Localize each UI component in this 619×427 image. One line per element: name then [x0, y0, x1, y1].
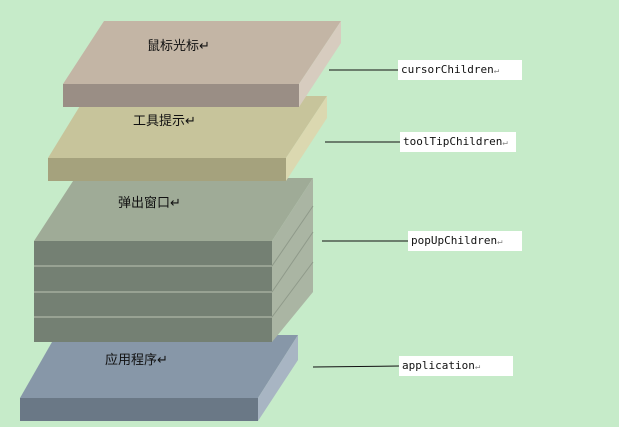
application-layer-title: 应用程序: [105, 352, 157, 368]
tooltip-children-label: toolTipChildren↵: [400, 132, 516, 152]
cursor-layer-mark: ↵: [199, 39, 210, 54]
popup-layer-title: 弹出窗口: [118, 195, 170, 211]
tooltip-layer-mark: ↵: [185, 114, 196, 129]
popup-children-label-text: popUpChildren: [411, 234, 498, 247]
application-label-mark: ↵: [474, 362, 481, 372]
tooltip-children-label-mark: ↵: [502, 138, 508, 148]
cursor-layer-front-face: [63, 84, 299, 107]
popup-side-divider: [271, 231, 314, 293]
application-label-text: application: [402, 359, 475, 372]
tooltip-children-label-text: toolTipChildren: [403, 135, 503, 148]
cursor-children-label: cursorChildren↵: [398, 60, 522, 80]
tooltip-layer-title: 工具提示: [133, 113, 185, 129]
popup-children-label-mark: ↵: [497, 237, 503, 247]
popup-layer-side-face: [272, 178, 313, 342]
cursor-layer: 鼠标光标 ↵: [63, 21, 341, 107]
popup-layer-top-face: [34, 178, 313, 241]
cursor-layer-side-face: [299, 21, 341, 107]
application-leader-line: [312, 365, 400, 368]
popup-children-label: popUpChildren↵: [408, 231, 522, 251]
popup-side-divider: [271, 205, 314, 267]
tooltip-layer: 工具提示 ↵: [48, 96, 327, 181]
cursor-children-label-text: cursorChildren: [401, 63, 494, 76]
popup-layer: 弹出窗口 ↵: [34, 178, 314, 342]
application-layer-top-face: [20, 335, 298, 398]
application-layer-mark: ↵: [157, 353, 168, 368]
popup-layer-mark: ↵: [170, 196, 181, 211]
popup-side-divider: [271, 261, 314, 318]
tooltip-layer-top-face: [48, 96, 327, 158]
cursor-layer-top-face: [63, 21, 341, 84]
cursor-layer-title: 鼠标光标: [147, 39, 199, 54]
cursor-children-label-mark: ↵: [493, 66, 500, 76]
tooltip-layer-side-face: [286, 96, 327, 181]
tooltip-layer-front-face: [48, 158, 286, 181]
application-layer: 应用程序 ↵: [20, 335, 298, 421]
application-label: application↵: [399, 356, 513, 376]
application-layer-side-face: [258, 335, 298, 421]
application-layer-front-face: [20, 398, 258, 421]
